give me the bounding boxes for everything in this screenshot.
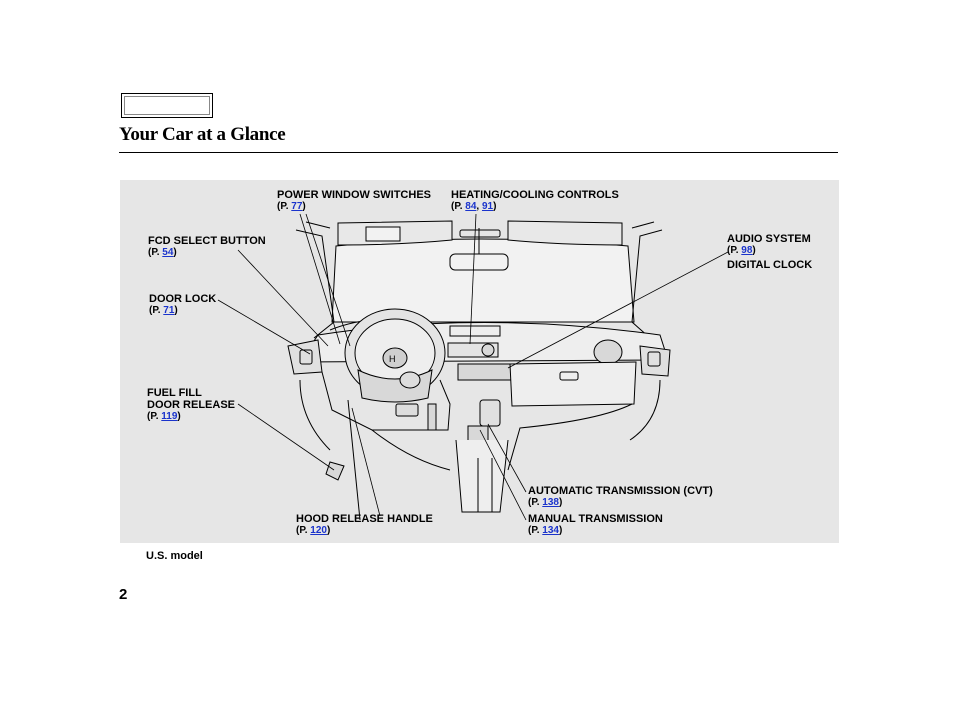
callout-door-lock: DOOR LOCK (P. 71) (149, 293, 216, 317)
page-reference: (P. 84, 91) (451, 201, 497, 212)
callout-label: DOOR LOCK (149, 293, 217, 305)
callout-label: DIGITAL CLOCK (727, 259, 813, 271)
callout-label: FCD SELECT BUTTON (148, 235, 266, 247)
callout-audio-system: AUDIO SYSTEM (P. 98) (727, 233, 811, 257)
page-reference: (P. 120) (296, 525, 331, 536)
page-reference: (P. 77) (277, 201, 306, 212)
callout-label: AUTOMATIC TRANSMISSION (CVT) (528, 485, 713, 497)
page-link-54[interactable]: 54 (162, 247, 174, 258)
page-link-91[interactable]: 91 (481, 201, 494, 212)
callout-label: HOOD RELEASE HANDLE (296, 513, 433, 525)
callout-label: AUDIO SYSTEM (727, 233, 811, 245)
title-rule (119, 152, 838, 153)
callout-label-line2: DOOR RELEASE (147, 399, 236, 411)
page-link-134[interactable]: 134 (542, 525, 559, 536)
page-title: Your Car at a Glance (119, 124, 286, 145)
callout-heating-cooling-controls: HEATING/COOLING CONTROLS (P. 84, 91) (451, 189, 619, 213)
callout-label: HEATING/COOLING CONTROLS (451, 189, 619, 201)
page-link-77[interactable]: 77 (291, 201, 303, 212)
page-reference: (P. 98) (727, 245, 756, 256)
page-number: 2 (119, 586, 128, 603)
callout-digital-clock: DIGITAL CLOCK (727, 259, 812, 271)
callout-automatic-transmission: AUTOMATIC TRANSMISSION (CVT) (P. 138) (528, 485, 713, 509)
page-link-71[interactable]: 71 (163, 305, 175, 316)
page-reference: (P. 71) (149, 305, 178, 316)
page-reference: (P. 54) (148, 247, 177, 258)
page-link-84[interactable]: 84 (465, 201, 477, 212)
page-link-119[interactable]: 119 (161, 411, 178, 422)
callout-hood-release-handle: HOOD RELEASE HANDLE (P. 120) (296, 513, 433, 537)
page-reference: (P. 134) (528, 525, 563, 536)
callout-fcd-select-button: FCD SELECT BUTTON (P. 54) (148, 235, 266, 259)
callout-manual-transmission: MANUAL TRANSMISSION (P. 134) (528, 513, 663, 537)
page-link-138[interactable]: 138 (542, 497, 559, 508)
callout-label: POWER WINDOW SWITCHES (277, 189, 431, 201)
callout-label: MANUAL TRANSMISSION (528, 513, 663, 525)
svg-text:H: H (389, 354, 396, 364)
callout-label-line1: FUEL FILL (147, 387, 202, 399)
page-link-120[interactable]: 120 (310, 525, 327, 536)
page-link-98[interactable]: 98 (741, 245, 753, 256)
callout-fuel-fill-door-release: FUEL FILL DOOR RELEASE (P. 119) (147, 387, 235, 423)
navigation-box[interactable] (121, 93, 213, 118)
page-reference: (P. 138) (528, 497, 563, 508)
model-footnote: U.S. model (146, 550, 203, 562)
page-reference: (P. 119) (147, 411, 181, 422)
callout-power-window-switches: POWER WINDOW SWITCHES (P. 77) (277, 189, 431, 213)
